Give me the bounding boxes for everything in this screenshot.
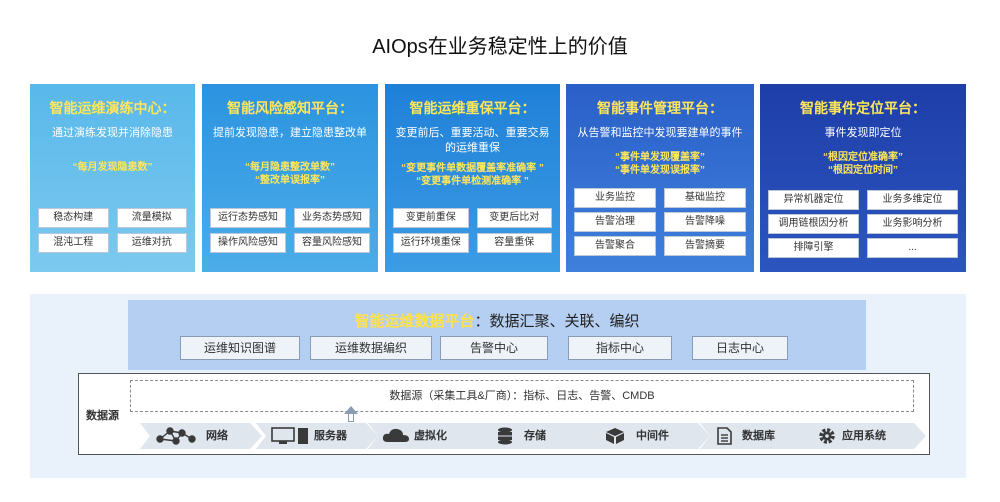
cloud-icon (382, 428, 409, 442)
card-button-grid: 异常机器定位 业务多维定位 调用链根因分析 业务影响分析 排障引擎 ... (768, 190, 958, 258)
card-button-grid: 运行态势感知 业务态势感知 操作风险感知 容量风险感知 (210, 208, 370, 253)
card-metric: “根因定位准确率” (823, 152, 903, 163)
platform-button-log-center[interactable]: 日志中心 (692, 336, 788, 360)
platform-button-data-weaving[interactable]: 运维数据编织 (310, 336, 432, 360)
card-desc: 从告警和监控中发现要建单的事件 (577, 127, 743, 139)
card-title: 智能运维演练中心： (49, 100, 176, 116)
datasource-item-label: 应用系统 (842, 430, 886, 442)
card-button[interactable]: 业务监控 (574, 188, 656, 208)
card-button[interactable]: 基础监控 (664, 188, 746, 208)
network-icon (156, 427, 196, 445)
card-button[interactable]: 稳态构建 (38, 208, 109, 228)
card-event-management: 智能事件管理平台： 从告警和监控中发现要建单的事件 “事件单发现覆盖率” “事件… (566, 84, 754, 272)
datasource-item-server: 服务器 (256, 423, 378, 449)
card-desc: 通过演练发现并消除隐患 (52, 127, 173, 139)
card-desc: 事件发现即定位 (824, 127, 902, 139)
datasource-item-label: 存储 (524, 430, 546, 442)
card-button[interactable]: 告警聚合 (574, 236, 656, 256)
card-button[interactable]: 业务态势感知 (294, 208, 370, 228)
card-button[interactable]: 告警降噪 (664, 212, 746, 232)
card-button-grid: 稳态构建 流量模拟 混沌工程 运维对抗 (38, 208, 187, 253)
card-metric: “每月隐患整改单数” (245, 162, 335, 173)
card-metric: “每月发现隐患数” (72, 162, 153, 173)
document-icon (717, 427, 732, 445)
card-button-grid: 变更前重保 变更后比对 运行环境重保 容量重保 (393, 208, 552, 253)
page-title: AIOps在业务稳定性上的价值 (372, 36, 628, 58)
card-button[interactable]: 告警摘要 (664, 236, 746, 256)
card-title: 智能风险感知平台： (227, 100, 353, 116)
card-button[interactable]: 容量重保 (476, 233, 552, 253)
database-icon (498, 427, 512, 445)
card-metric: “根因定位时间” (828, 165, 898, 176)
arrow-up-icon (344, 406, 358, 414)
card-protection-platform: 智能运维重保平台： 变更前后、重要活动、重要交易的运维重保 “变更事件单数据覆盖… (385, 84, 560, 272)
card-metric: “事件单发现误报率” (615, 165, 705, 176)
card-title: 智能运维重保平台： (409, 100, 536, 116)
card-button[interactable]: 运维对抗 (116, 233, 187, 253)
card-button[interactable]: 排障引擎 (768, 238, 859, 258)
card-metric: “变更事件单数据覆盖率准确率 ” (401, 163, 544, 174)
card-risk-perception: 智能风险感知平台： 提前发现隐患，建立隐患整改单 “每月隐患整改单数” “整改单… (202, 84, 378, 272)
card-button[interactable]: 操作风险感知 (210, 233, 286, 253)
platform-button-metric-center[interactable]: 指标中心 (568, 336, 672, 360)
card-desc: 提前发现隐患，建立隐患整改单 (213, 127, 367, 139)
datasource-bar: 数据源（采集工具&厂商）：指标、日志、告警、CMDB (130, 380, 914, 412)
box-icon (606, 428, 624, 444)
datasource-item-label: 虚拟化 (414, 430, 447, 442)
card-title: 智能事件管理平台： (597, 100, 723, 116)
card-metric: “整改单误报率” (255, 175, 325, 186)
card-event-location: 智能事件定位平台： 事件发现即定位 “根因定位准确率” “根因定位时间” 异常机… (760, 84, 966, 272)
card-metric: “事件单发现覆盖率” (615, 152, 705, 163)
datasource-item-label: 中间件 (636, 430, 669, 442)
card-button[interactable]: 业务影响分析 (867, 214, 958, 234)
card-button[interactable]: 运行环境重保 (393, 233, 469, 253)
datasource-item-label: 网络 (206, 430, 228, 442)
card-button[interactable]: ... (867, 238, 958, 258)
card-desc: 变更前后、重要活动、重要交易的运维重保 (395, 127, 550, 154)
datasource-item-label: 数据库 (742, 430, 775, 442)
card-button[interactable]: 混沌工程 (38, 233, 109, 253)
datasource-label: 数据源 (86, 410, 119, 422)
datasource-item-storage: 存储 (478, 423, 600, 449)
card-button[interactable]: 告警治理 (574, 212, 656, 232)
card-button[interactable]: 运行态势感知 (210, 208, 286, 228)
card-button-grid: 业务监控 基础监控 告警治理 告警降噪 告警聚合 告警摘要 (574, 188, 746, 256)
datasource-item-network: 网络 (140, 423, 262, 449)
datasource-item-database: 数据库 (700, 423, 822, 449)
gear-icon (819, 428, 835, 444)
card-button[interactable]: 变更后比对 (476, 208, 552, 228)
platform-button-knowledge-graph[interactable]: 运维知识图谱 (180, 336, 300, 360)
card-title: 智能事件定位平台： (800, 100, 926, 116)
datasource-item-virtualization: 虚拟化 (368, 423, 490, 449)
datasource-item-application: 应用系统 (804, 423, 926, 449)
card-drill-center: 智能运维演练中心： 通过演练发现并消除隐患 “每月发现隐患数” 稳态构建 流量模… (30, 84, 195, 272)
card-button[interactable]: 容量风险感知 (294, 233, 370, 253)
card-button[interactable]: 变更前重保 (393, 208, 469, 228)
card-button[interactable]: 异常机器定位 (768, 190, 859, 210)
arrow-stem (348, 414, 354, 422)
card-metric: “变更事件单检测准确率 ” (416, 176, 529, 187)
card-button[interactable]: 调用链根因分析 (768, 214, 859, 234)
card-button[interactable]: 流量模拟 (116, 208, 187, 228)
data-platform-title-highlight: 智能运维数据平台 (354, 313, 475, 330)
datasource-item-middleware: 中间件 (588, 423, 710, 449)
data-platform-title-rest: ：数据汇聚、关联、编织 (474, 313, 640, 330)
datasource-item-label: 服务器 (314, 430, 347, 442)
server-icon (271, 427, 308, 444)
card-button[interactable]: 业务多维定位 (867, 190, 958, 210)
platform-button-alert-center[interactable]: 告警中心 (440, 336, 548, 360)
data-platform-title: 智能运维数据平台：数据汇聚、关联、编织 (128, 310, 866, 331)
